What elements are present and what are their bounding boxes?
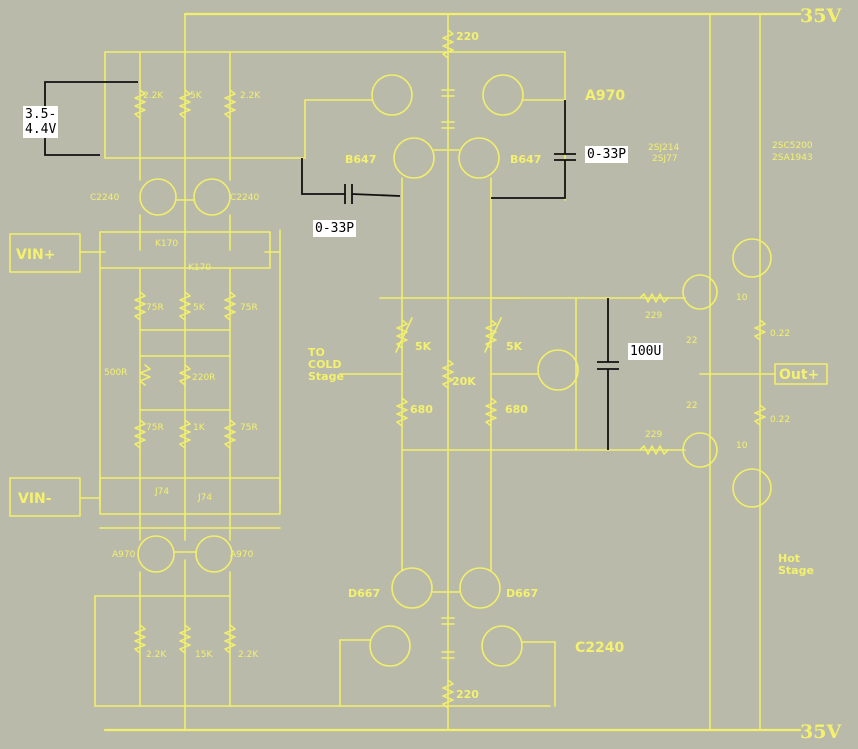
j74-right-label: J74 [197, 493, 212, 503]
r22-a-label: 22 [686, 336, 697, 346]
2sj77-label: 2SJ77 [652, 154, 678, 164]
j74-left-label: J74 [154, 487, 169, 497]
bottom-rail-label: 35V [800, 721, 842, 743]
r15k-label: 15K [195, 650, 213, 660]
top-rail-label: 35V [800, 5, 842, 27]
a970-left-label: A970 [112, 550, 136, 560]
vin-pos-label: VIN+ [16, 247, 56, 263]
pot-right-label: 5K [506, 340, 523, 353]
k170-right-label: K170 [188, 263, 211, 273]
r22-b-label: 22 [686, 401, 697, 411]
r-top-label: 220 [456, 30, 479, 43]
pot-left-label: 5K [415, 340, 432, 353]
hottxt-line: Stage [778, 564, 814, 577]
vin-pos-box [9, 233, 81, 273]
vin-neg-label: VIN- [18, 491, 52, 507]
bias-voltage-note: 3.5- 4.4V [23, 106, 59, 138]
b647-right-label: B647 [510, 153, 541, 166]
c2240-right-label: C2240 [230, 193, 259, 203]
c2240-left-label: C2240 [90, 193, 119, 203]
a970-right-label: A970 [230, 550, 254, 560]
g229-a-label: 229 [645, 311, 662, 321]
r-bot-label: 220 [456, 688, 479, 701]
r1k-label: 1K [193, 423, 206, 433]
cap-left-note: 0-33P [313, 220, 357, 237]
d667-right-label: D667 [506, 587, 538, 600]
a970-top-label: A970 [585, 88, 625, 104]
cap-mid-note: 100U [628, 343, 664, 360]
r22k-d-label: 2.2K [238, 650, 259, 660]
r500-label: 500R [104, 368, 127, 378]
r75-d-label: 75R [240, 423, 258, 433]
b647-left-label: B647 [345, 153, 376, 166]
r5k-b-label: 5K [193, 303, 206, 313]
r20k-label: 20K [452, 375, 476, 388]
r75-b-label: 75R [240, 303, 258, 313]
2sj214-label: 2SJ214 [648, 143, 680, 153]
r10-b-label: 10 [736, 441, 748, 451]
r680-right-label: 680 [505, 403, 528, 416]
g229-b-label: 229 [645, 430, 662, 440]
2sc5200-label: 2SC5200 [772, 141, 813, 151]
hottxt-line: Hot [778, 552, 800, 565]
k170-left-label: K170 [155, 239, 178, 249]
r680-left-label: 680 [410, 403, 433, 416]
coldtxt-line: Stage [308, 370, 344, 383]
c2240-bottom-label: C2240 [575, 640, 624, 656]
r220r-label: 220R [192, 373, 215, 383]
coldtxt-line: COLD [308, 358, 342, 371]
cap-right-note: 0-33P [585, 146, 629, 163]
vin-neg-box [9, 477, 81, 517]
2sa1943-label: 2SA1943 [772, 153, 813, 163]
r022-a-label: 0.22 [770, 329, 790, 339]
r5k-a-label: 5K [190, 91, 203, 101]
r22k-a-label: 2.2K [143, 91, 164, 101]
r75-c-label: 75R [146, 423, 164, 433]
r10-a-label: 10 [736, 293, 748, 303]
d667-left-label: D667 [348, 587, 380, 600]
r75-a-label: 75R [146, 303, 164, 313]
out-label: Out+ [779, 367, 819, 383]
r022-b-label: 0.22 [770, 415, 790, 425]
coldtxt-line: TO [308, 346, 325, 359]
r22k-b-label: 2.2K [240, 91, 261, 101]
r22k-c-label: 2.2K [146, 650, 167, 660]
